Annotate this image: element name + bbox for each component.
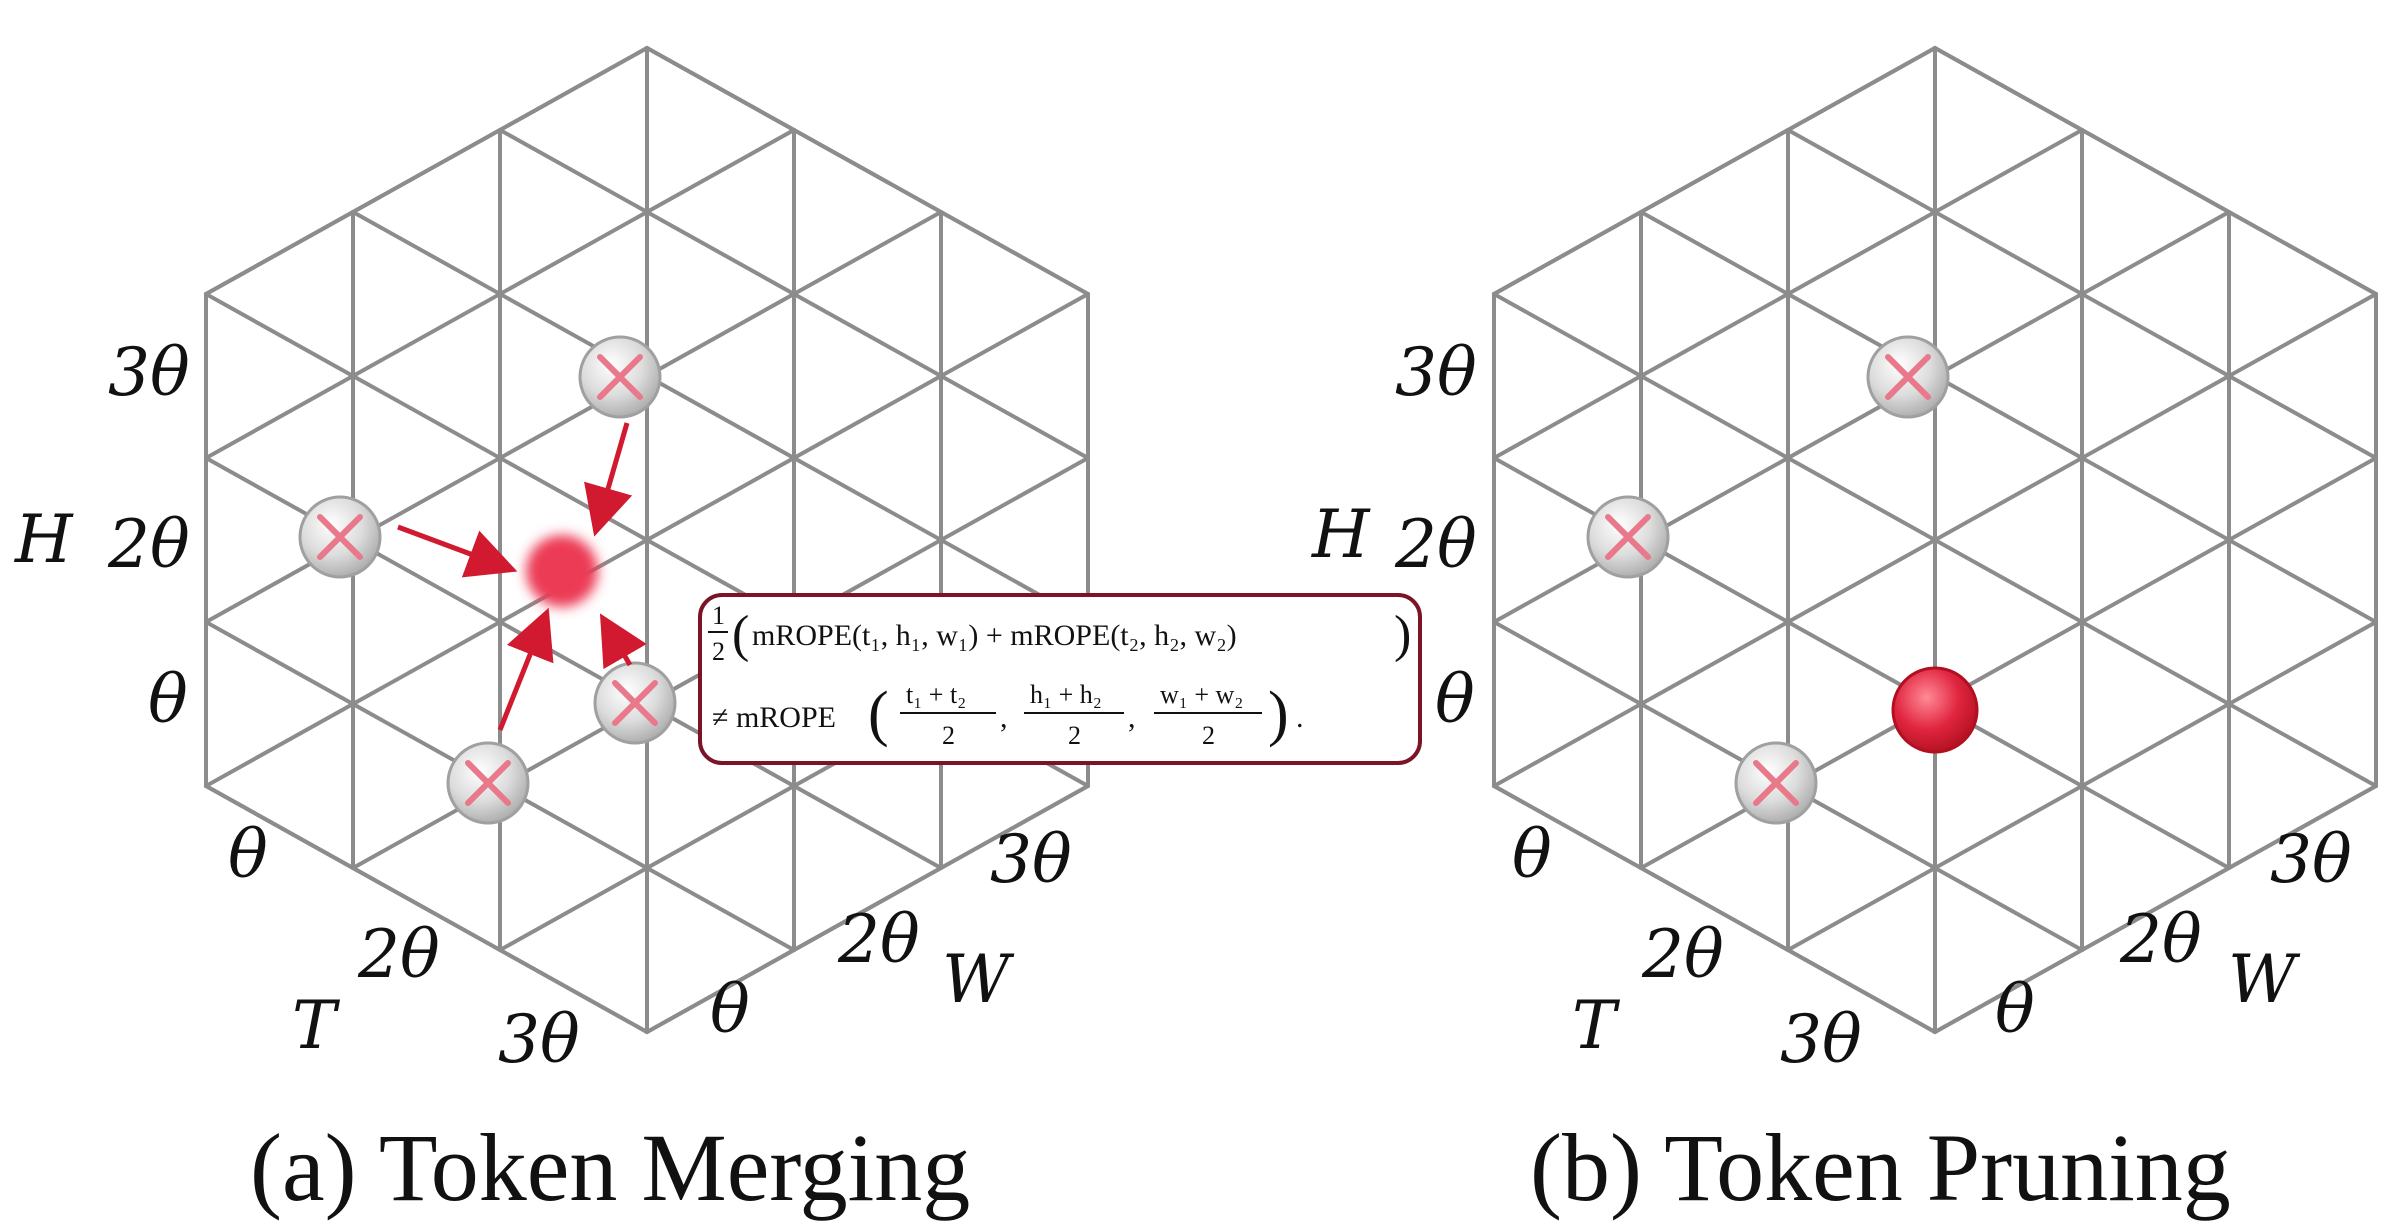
t-axis-label: T xyxy=(1572,987,1621,1064)
removed-token xyxy=(593,661,677,745)
paren-open-2: ( xyxy=(868,680,889,748)
grid-line xyxy=(204,784,649,1034)
formula-line1: mROPE(t₁, h₁, w₁) + mROPE(t₂, h₂, w₂) xyxy=(752,619,1237,652)
frac3-numerator: w₁ + w₂ xyxy=(1160,680,1243,709)
t-tick-3: 3θ xyxy=(1780,1001,1862,1078)
h-axis-label: H xyxy=(1311,496,1371,573)
grid-line xyxy=(1492,784,1937,1034)
w-tick-1: θ xyxy=(1995,971,2035,1048)
caption-a: (a) Token Merging xyxy=(250,1114,970,1221)
merged-token xyxy=(526,535,598,607)
merge-arrows xyxy=(397,422,647,731)
frac-denominator: 2 xyxy=(712,637,725,666)
h-tick-2: 2θ xyxy=(107,506,190,583)
w-tick-2: 2θ xyxy=(837,901,920,978)
grid-line xyxy=(1492,292,2378,788)
grid-line xyxy=(1933,46,2378,296)
removed-token xyxy=(1734,741,1818,825)
w-tick-1: θ xyxy=(710,971,750,1048)
removed-token xyxy=(446,741,530,825)
h-tick-2: 2θ xyxy=(1394,506,1477,583)
frac1-denominator: 2 xyxy=(942,721,955,750)
grid-line xyxy=(1639,210,2378,624)
t-tick-1: θ xyxy=(228,816,268,893)
grid-line xyxy=(351,210,1090,624)
grid-line xyxy=(204,128,796,460)
frac3-denominator: 2 xyxy=(1202,721,1215,750)
grid-line xyxy=(204,46,649,296)
h-axis-label: H xyxy=(14,501,74,578)
grid-line xyxy=(1786,620,2378,952)
w-tick-3: 3θ xyxy=(990,821,1072,898)
arrow xyxy=(497,607,554,731)
grid-line xyxy=(645,784,1090,1034)
grid-line xyxy=(1933,784,2378,1034)
t-tick-3: 3θ xyxy=(498,1001,580,1078)
h-tick-3: 3θ xyxy=(1395,334,1477,411)
h-tick-1: θ xyxy=(148,661,188,738)
comma-1: , xyxy=(1000,701,1008,734)
kept-token xyxy=(1891,666,1979,754)
arrow xyxy=(599,613,647,670)
removed-token xyxy=(1586,495,1670,579)
h-tick-1: θ xyxy=(1435,661,1475,738)
frac1-numerator: t₁ + t₂ xyxy=(906,680,966,709)
removed-token xyxy=(298,495,382,579)
frac2-numerator: h₁ + h₂ xyxy=(1030,680,1102,709)
period: . xyxy=(1296,701,1304,734)
panel-b: 3θ H 2θ θ θ 2θ T 3θ θ 2θ W 3θ (b) Token … xyxy=(1311,46,2378,1221)
grid-line xyxy=(1492,46,1937,296)
paren-open: ( xyxy=(732,606,749,663)
frac-numerator: 1 xyxy=(712,601,725,630)
paren-close-2: ) xyxy=(1268,680,1289,748)
caption-b: (b) Token Pruning xyxy=(1530,1114,2231,1221)
panel-a: 3θ H 2θ θ θ 2θ T 3θ θ 2θ W 3θ 1 2 ( mROP… xyxy=(14,46,1422,1221)
w-tick-3: 3θ xyxy=(2270,821,2352,898)
t-tick-2: 2θ xyxy=(357,916,440,993)
h-tick-3: 3θ xyxy=(108,334,190,411)
formula-box: 1 2 ( mROPE(t₁, h₁, w₁) + mROPE(t₂, h₂, … xyxy=(698,593,1422,765)
frac2-denominator: 2 xyxy=(1068,721,1081,750)
t-tick-1: θ xyxy=(1512,816,1552,893)
w-tick-2: 2θ xyxy=(2119,901,2202,978)
comma-2: , xyxy=(1128,701,1136,734)
grid-line xyxy=(1492,128,2084,460)
grid-line xyxy=(645,46,1090,296)
removed-token xyxy=(578,335,662,419)
paren-close: ) xyxy=(1394,606,1411,663)
grid-line xyxy=(204,292,1090,788)
w-axis-label: W xyxy=(942,941,1015,1018)
t-axis-label: T xyxy=(292,987,341,1064)
t-tick-2: 2θ xyxy=(1641,916,1724,993)
removed-token xyxy=(1866,335,1950,419)
w-axis-label: W xyxy=(2228,941,2301,1018)
arrow xyxy=(584,422,633,537)
formula-neq: ≠ mROPE xyxy=(712,701,836,734)
arrow xyxy=(397,524,518,578)
